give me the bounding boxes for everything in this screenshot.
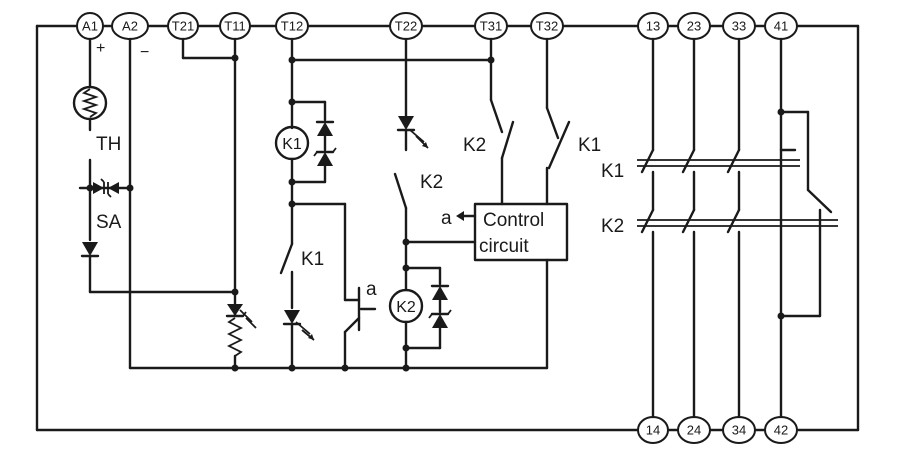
terminal-label: 33 — [732, 19, 746, 34]
t12-k1-branch: K1 K1 — [274, 37, 495, 372]
terminal-34: 34 — [722, 416, 756, 444]
terminal-41: 41 — [764, 12, 798, 40]
terminal-T32: T32 — [530, 12, 564, 40]
terminal-label: 23 — [687, 19, 701, 34]
minus-label: − — [140, 44, 149, 61]
terminal-T12: T12 — [275, 12, 309, 40]
control-a-label: a — [441, 208, 452, 229]
terminal-label: 34 — [732, 423, 746, 438]
terminal-label: T12 — [281, 19, 303, 34]
terminal-33: 33 — [722, 12, 756, 40]
junction-dot — [288, 364, 296, 372]
control-label-line2: circuit — [479, 236, 529, 257]
terminal-label: 41 — [774, 19, 788, 34]
k1-coil-label: K1 — [282, 136, 302, 153]
terminal-42: 42 — [764, 416, 798, 444]
control-circuit-box: Control circuit a — [441, 202, 569, 262]
enclosure-frame — [35, 24, 860, 432]
k1-contact-switch-icon — [279, 242, 294, 310]
sa-label: SA — [96, 212, 122, 233]
junction-dot — [231, 364, 239, 372]
t31-t32-branch: K2 K1 — [463, 37, 601, 370]
terminal-label: 14 — [646, 423, 660, 438]
k1-contact-label: K1 — [578, 135, 601, 156]
terminal-label: T31 — [480, 19, 502, 34]
thermistor-th-icon — [72, 85, 108, 121]
led-indicator-icon — [396, 116, 429, 149]
a2-return-branch: − — [128, 37, 549, 370]
terminal-A1: A1 — [76, 12, 104, 40]
zener-led-icon — [225, 304, 257, 329]
k2-flyback-diode-icon — [428, 284, 452, 328]
junction-dot — [402, 238, 410, 246]
th-label: TH — [96, 134, 121, 155]
junction-dot — [288, 200, 296, 208]
k1-contacts-label: K1 — [601, 161, 624, 182]
terminal-13: 13 — [637, 12, 669, 40]
junction-dot — [288, 56, 296, 64]
transistor-a-label: a — [366, 279, 377, 300]
t11-branch — [181, 37, 257, 372]
k2-contact-label: K2 — [463, 135, 486, 156]
junction-dot — [86, 184, 94, 192]
junction-dot — [231, 288, 239, 296]
junction-dot — [341, 364, 349, 372]
terminal-label: A2 — [122, 19, 138, 34]
led-indicator-icon — [282, 310, 315, 341]
terminal-T21: T21 — [167, 12, 199, 40]
k1-relay-coil: K1 — [274, 125, 310, 161]
k2-relay-coil: K2 — [388, 288, 424, 324]
terminal-label: 24 — [687, 423, 701, 438]
k2-coil-label: K2 — [396, 299, 416, 316]
terminal-label: T32 — [536, 19, 558, 34]
k2-contacts-label: K2 — [601, 216, 624, 237]
terminal-T22: T22 — [389, 12, 423, 40]
terminal-23: 23 — [677, 12, 711, 40]
control-label-line1: Control — [483, 210, 544, 231]
junction-dot — [231, 54, 239, 62]
t22-k2-branch: K2 K2 — [388, 37, 477, 372]
terminal-T31: T31 — [474, 12, 508, 40]
sa-surge-absorber-icon — [93, 178, 119, 198]
terminal-label: T22 — [395, 19, 417, 34]
terminal-label: A1 — [82, 19, 98, 34]
a1-power-branch: + TH SA — [72, 37, 237, 294]
terminal-label: 42 — [774, 423, 788, 438]
terminal-label: T11 — [224, 19, 245, 34]
terminal-T11: T11 — [219, 12, 251, 40]
k1-flyback-diode-icon — [313, 120, 337, 166]
junction-dot — [288, 98, 296, 106]
terminal-14: 14 — [637, 416, 669, 444]
terminal-24: 24 — [677, 416, 711, 444]
k2-switch-label: K2 — [420, 172, 443, 193]
plus-label: + — [96, 40, 105, 57]
terminal-label: 13 — [646, 19, 660, 34]
k1-switch-label: K1 — [301, 249, 324, 270]
terminal-A2: A2 — [111, 12, 149, 40]
output-contacts: K1 K2 — [601, 37, 838, 419]
junction-dot — [402, 344, 410, 352]
junction-dot — [777, 108, 785, 116]
resistor-icon — [226, 317, 244, 357]
transistor-a-icon — [343, 286, 377, 370]
junction-dot — [402, 364, 410, 372]
diode-icon — [80, 242, 100, 258]
terminal-label: T21 — [172, 19, 194, 34]
